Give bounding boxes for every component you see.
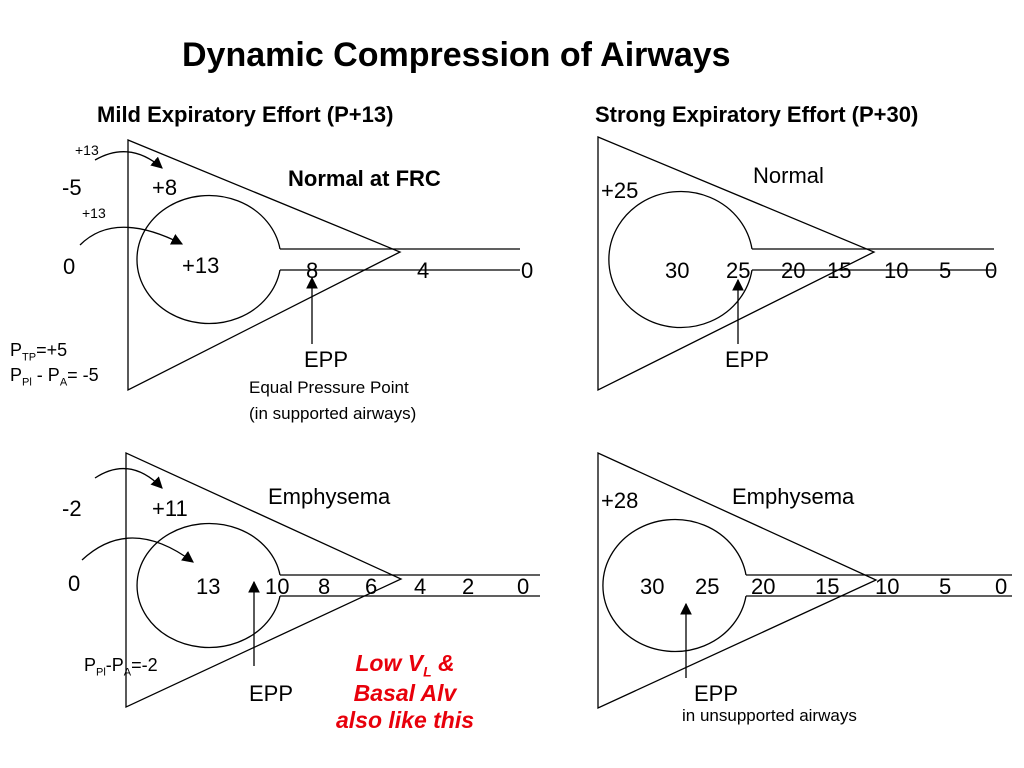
airway-pressure: 4 — [414, 574, 427, 599]
column-heading-mild: Mild Expiratory Effort (P+13) — [97, 102, 394, 127]
alveolus-airway — [136, 194, 520, 325]
pressure-arrow — [81, 537, 194, 563]
airway-pressure: 5 — [939, 258, 952, 283]
pleural-alveolar-difference: PPl-PA=-2 — [84, 655, 158, 679]
alveolar-pressure: 30 — [665, 258, 690, 283]
pleural-pressure: -5 — [62, 175, 82, 200]
elastic-recoil: +11 — [152, 496, 188, 521]
airway-pressure: 15 — [815, 574, 840, 599]
elastic-recoil: +28 — [601, 488, 639, 513]
column-heading-strong: Strong Expiratory Effort (P+30) — [595, 102, 919, 127]
airway-pressure: 8 — [318, 574, 331, 599]
epp-label: EPP — [694, 681, 739, 706]
airway-pressure: 10 — [875, 574, 900, 599]
airway-pressure: 0 — [995, 574, 1008, 599]
alveolar-pressure: 30 — [640, 574, 665, 599]
airway-pressure: 8 — [306, 258, 319, 283]
mouth-pressure: 0 — [68, 571, 81, 596]
airway-pressure: 0 — [517, 574, 530, 599]
elastic-recoil: +25 — [601, 178, 639, 203]
airway-pressure: 0 — [521, 258, 534, 283]
arrow-label: +13 — [82, 205, 106, 221]
airway-pressure: 15 — [827, 258, 852, 283]
airway-pressure: 4 — [417, 258, 430, 283]
elastic-recoil: +8 — [152, 175, 178, 200]
airway-pressure: 2 — [462, 574, 475, 599]
airway-pressure: 10 — [884, 258, 909, 283]
panel-label: Normal at FRC — [288, 166, 441, 191]
panel-bottom-left-drawing — [81, 451, 540, 709]
panel-label: Emphysema — [732, 484, 855, 509]
pressure-arrow — [94, 151, 163, 169]
page-title: Dynamic Compression of Airways — [182, 36, 731, 74]
airway-pressure: 10 — [265, 574, 290, 599]
pressure-arrow — [94, 467, 163, 489]
airway-pressure: 20 — [781, 258, 806, 283]
epp-note: Equal Pressure Point — [249, 378, 409, 397]
panel-bottom-right-drawing — [597, 451, 1012, 710]
alveolus-airway — [602, 518, 1012, 653]
panel-label: Normal — [753, 163, 824, 188]
alveolar-pressure: +13 — [182, 253, 220, 278]
pleural-pressure: -2 — [62, 496, 82, 521]
chest-wedge — [125, 451, 403, 709]
epp-note: (in supported airways) — [249, 404, 417, 423]
alveolus-airway — [608, 190, 994, 329]
panel-label: Emphysema — [268, 484, 391, 509]
panel-top-right-drawing — [597, 136, 994, 392]
chest-wedge — [127, 139, 402, 392]
alveolar-pressure: 13 — [196, 574, 221, 599]
transpulmonary-pressure: PTP=+5 — [10, 340, 68, 364]
epp-label: EPP — [725, 347, 770, 372]
mouth-pressure: 0 — [63, 254, 76, 279]
airway-pressure: 20 — [751, 574, 776, 599]
airway-pressure: 6 — [365, 574, 378, 599]
alveolus-airway — [136, 522, 540, 649]
airway-pressure: 5 — [939, 574, 952, 599]
epp-label: EPP — [304, 347, 349, 372]
airway-pressure: 25 — [695, 574, 720, 599]
airway-pressure: 0 — [985, 258, 998, 283]
airway-pressure: 25 — [726, 258, 751, 283]
panel-top-left-drawing — [79, 139, 520, 392]
low-volume-note: Low VL & Basal Alv also like this — [335, 650, 475, 733]
pleural-alveolar-difference: PPl - PA= -5 — [10, 365, 99, 389]
epp-label: EPP — [249, 681, 294, 706]
epp-note: in unsupported airways — [682, 706, 857, 725]
arrow-label: +13 — [75, 142, 99, 158]
chest-wedge — [597, 451, 878, 710]
chest-wedge — [597, 136, 876, 392]
pressure-arrow — [79, 226, 184, 246]
